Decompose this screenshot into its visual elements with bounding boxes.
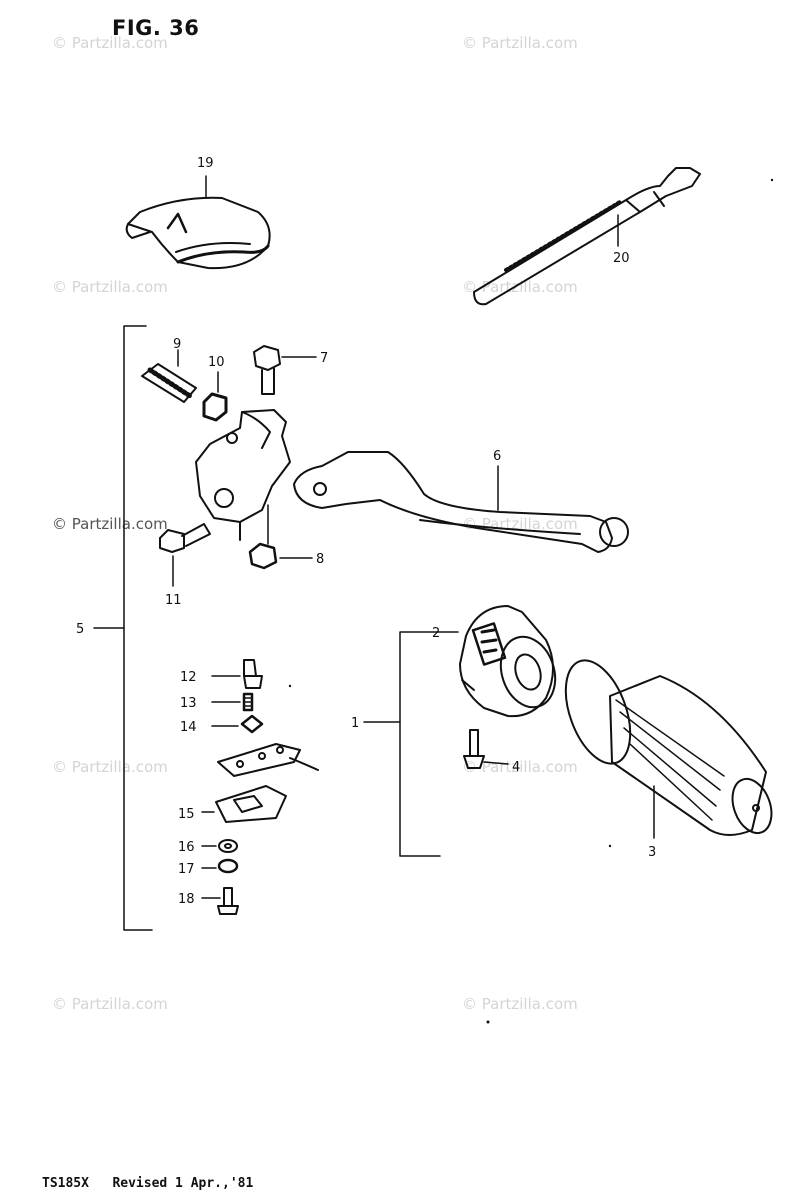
switch-mount-screw-drawing	[201, 887, 239, 915]
switch-plate-drawing	[217, 743, 319, 777]
small-nut-drawing	[201, 858, 239, 874]
part-label-9: 9	[173, 337, 181, 352]
part-label-14: 14	[180, 720, 197, 735]
clutch-switch-drawing	[201, 785, 287, 823]
watermark: © Partzilla.com	[462, 995, 578, 1013]
part-label-3: 3	[648, 845, 656, 860]
watermark: © Partzilla.com	[52, 34, 168, 52]
watermark: © Partzilla.com	[52, 995, 168, 1013]
part-label-11: 11	[165, 593, 182, 608]
part-label-12: 12	[180, 670, 197, 685]
handlebar-grip-drawing	[564, 659, 773, 839]
part-label-2: 2	[432, 626, 440, 641]
adjuster-bolt-drawing	[141, 349, 197, 403]
part-labels: 1 2 3 4 5 6 7 8 9 10 11 12 13 14 15 16 1…	[76, 156, 656, 907]
watermark: © Partzilla.com	[462, 34, 578, 52]
part-label-4: 4	[512, 760, 520, 775]
part-label-19: 19	[197, 156, 214, 171]
part-label-20: 20	[613, 251, 630, 266]
watermark: © Partzilla.com	[52, 758, 168, 776]
clutch-lever-drawing	[293, 451, 629, 553]
lever-boot-drawing	[125, 175, 271, 270]
lever-holder-drawing	[159, 409, 291, 587]
part-label-7: 7	[320, 351, 328, 366]
pivot-nut-drawing	[248, 504, 313, 570]
part-label-13: 13	[180, 696, 197, 711]
switch-nut-drawing	[211, 714, 264, 734]
watermark: © Partzilla.com	[52, 515, 168, 533]
part-label-5: 5	[76, 622, 84, 637]
part-label-18: 18	[178, 892, 195, 907]
footer-revision: TS185X Revised 1 Apr.,'81	[42, 1176, 254, 1191]
part-label-8: 8	[316, 552, 324, 567]
washer-drawing	[201, 839, 238, 853]
part-label-17: 17	[178, 862, 195, 877]
part-label-1: 1	[351, 716, 359, 731]
cable-tie-drawing	[473, 167, 701, 306]
housing-screw-drawing	[463, 729, 509, 769]
group-bracket-5	[93, 325, 153, 931]
part-label-6: 6	[493, 449, 501, 464]
part-label-16: 16	[178, 840, 195, 855]
figure-title: FIG. 36	[112, 16, 200, 40]
locknut-drawing	[202, 371, 228, 422]
part-label-10: 10	[208, 355, 225, 370]
spring-drawing	[211, 692, 254, 712]
switch-housing-drawing	[459, 605, 557, 718]
watermark: © Partzilla.com	[52, 278, 168, 296]
part-label-15: 15	[178, 807, 195, 822]
group-bracket-1	[363, 631, 459, 857]
switch-screw-drawing	[211, 659, 263, 689]
pivot-bolt-drawing	[253, 345, 317, 395]
